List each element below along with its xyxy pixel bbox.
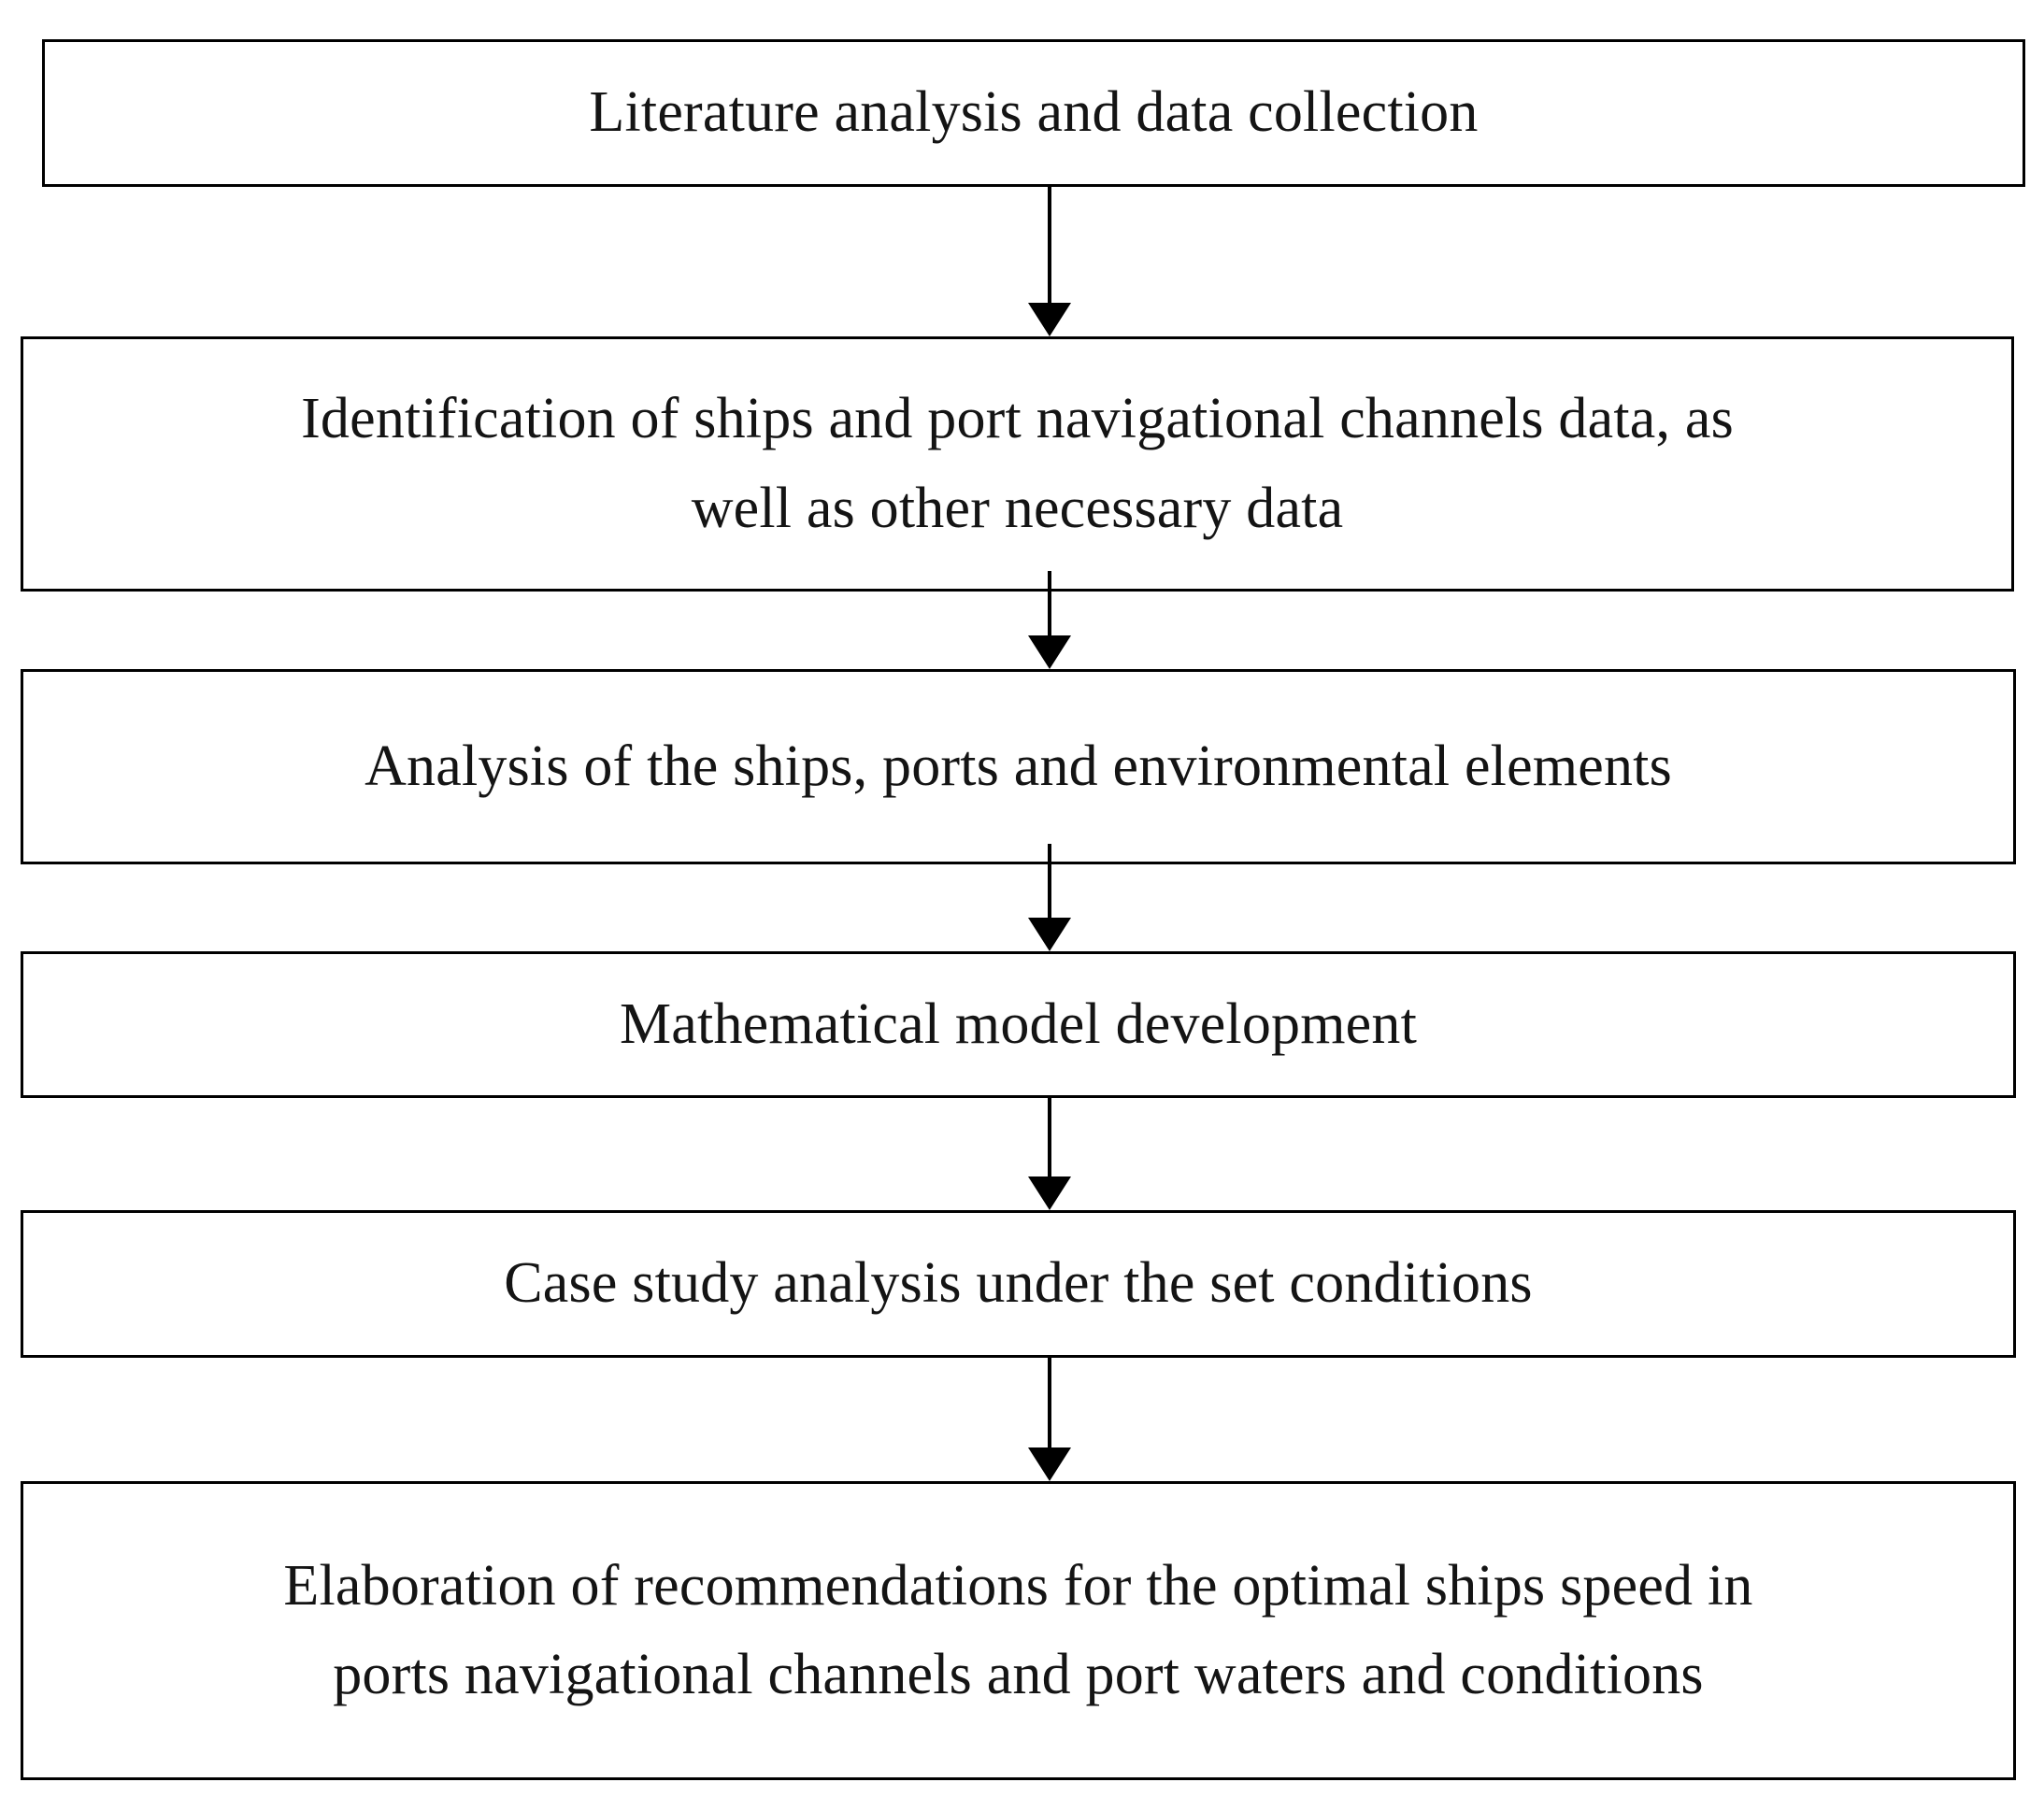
arrow-stem [1048, 1358, 1051, 1447]
arrow-stem [1048, 1098, 1051, 1176]
flowchart-node-mathematical-model: Mathematical model development [21, 951, 2016, 1098]
arrow-head [1028, 918, 1071, 951]
node-label: Elaboration of recommendations for the o… [283, 1553, 1753, 1618]
arrow-head [1028, 303, 1071, 336]
arrow-head [1028, 1447, 1071, 1481]
node-label: Identification of ships and port navigat… [301, 387, 1734, 451]
arrow-head [1028, 635, 1071, 669]
flowchart-node-case-study: Case study analysis under the set condit… [21, 1210, 2016, 1358]
node-label: Case study analysis under the set condit… [504, 1251, 1533, 1316]
down-arrow-icon-3 [1022, 844, 1078, 951]
arrow-head [1028, 1176, 1071, 1210]
node-label-line2: well as other necessary data [691, 476, 1344, 540]
arrow-stem [1048, 187, 1051, 303]
node-label: Literature analysis and data collection [589, 80, 1479, 145]
flowchart-node-literature-analysis: Literature analysis and data collection [42, 39, 2025, 187]
flowchart-node-recommendations: Elaboration of recommendations for the o… [21, 1481, 2016, 1780]
flowchart-node-identification-of-data: Identification of ships and port navigat… [21, 336, 2014, 592]
node-label-line2: ports navigational channels and port wat… [333, 1643, 1704, 1706]
down-arrow-icon-4 [1022, 1098, 1078, 1210]
node-label: Mathematical model development [619, 991, 1418, 1056]
down-arrow-icon-2 [1022, 571, 1078, 669]
node-label: Analysis of the ships, ports and environ… [364, 734, 1672, 798]
arrow-stem [1048, 844, 1051, 918]
down-arrow-icon-1 [1022, 187, 1078, 336]
arrow-stem [1048, 571, 1051, 635]
flowchart-node-analysis-of-elements: Analysis of the ships, ports and environ… [21, 669, 2016, 864]
down-arrow-icon-5 [1022, 1358, 1078, 1481]
